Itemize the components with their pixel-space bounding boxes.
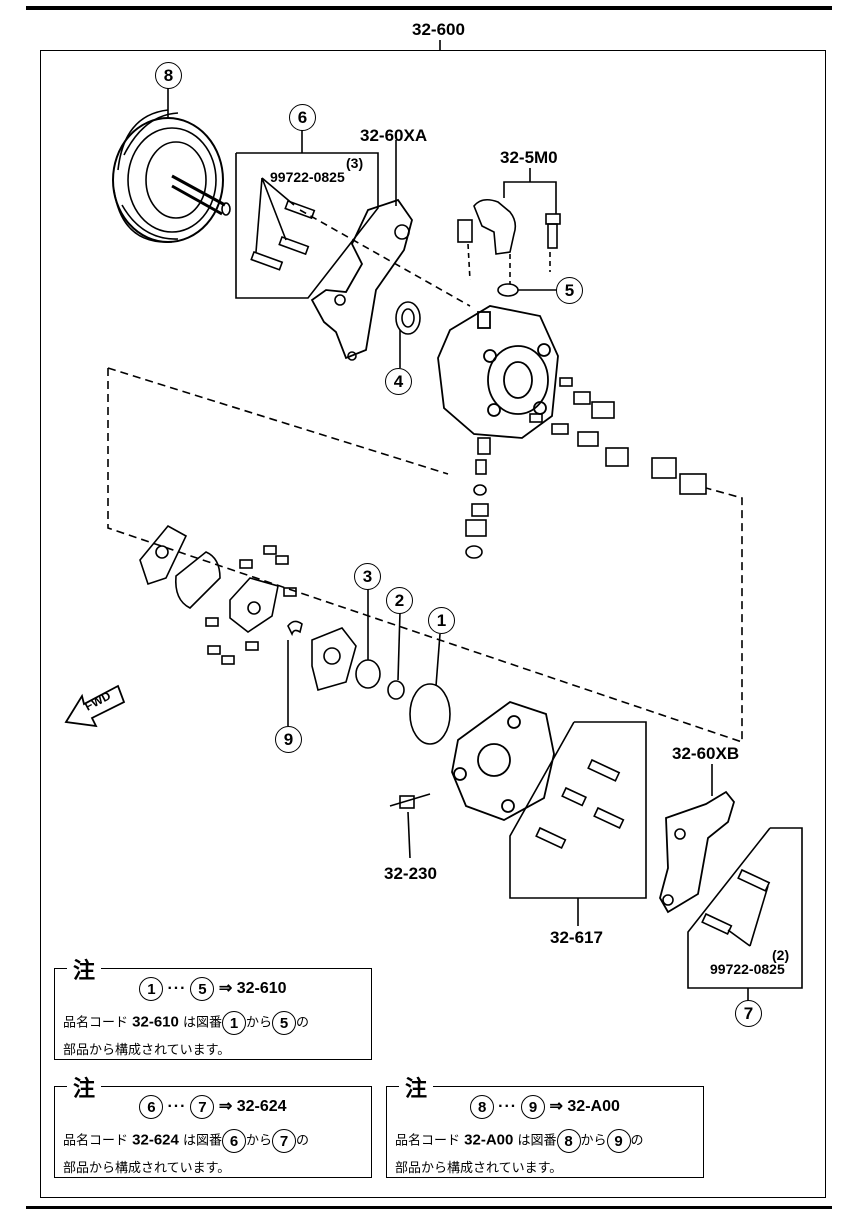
callout-9: 9 bbox=[275, 726, 302, 753]
sensor-label: 32-230 bbox=[384, 864, 437, 883]
callout-8: 8 bbox=[155, 62, 182, 89]
pump-cover-part bbox=[451, 700, 555, 821]
note-text-2: 部品から構成されています。 bbox=[395, 1161, 563, 1176]
note-text-2: 部品から構成されています。 bbox=[63, 1043, 231, 1058]
bolt-b-qty: (2) bbox=[772, 947, 790, 963]
bottom-rule bbox=[26, 1206, 832, 1209]
pump-body-part bbox=[437, 305, 559, 439]
assembly-number: 32-600 bbox=[412, 20, 465, 39]
valve-parts bbox=[465, 377, 707, 559]
diagram-frame bbox=[40, 50, 826, 1198]
note-range: 1···5 ⇒ 32-610 bbox=[55, 977, 371, 1001]
fwd-arrow bbox=[64, 684, 126, 728]
bolt-a-part-number: 99722-0825 bbox=[270, 169, 345, 185]
bracket-a-label: 32-60XA bbox=[360, 126, 428, 145]
callout-4: 4 bbox=[385, 368, 412, 395]
bolt-b-part-number: 99722-0825 bbox=[710, 961, 785, 977]
bracket-b-part bbox=[659, 764, 735, 914]
rotor-parts bbox=[139, 524, 451, 745]
cover-bolts-label: 32-617 bbox=[550, 928, 603, 947]
note-range: 8···9 ⇒ 32-A00 bbox=[387, 1095, 703, 1119]
note-heading: 注 bbox=[67, 953, 102, 985]
bracket-b-label: 32-60XB bbox=[672, 744, 740, 763]
top-rule bbox=[26, 6, 832, 10]
callout-1: 1 bbox=[428, 607, 455, 634]
note-text-2: 部品から構成されています。 bbox=[63, 1161, 231, 1176]
sensor-part bbox=[389, 793, 431, 859]
bolt-group-617 bbox=[509, 721, 647, 926]
callout-7: 7 bbox=[735, 1000, 762, 1027]
bolt-group-6 bbox=[235, 130, 471, 307]
bolt-group-7 bbox=[687, 827, 803, 1004]
fitting-label: 32-5M0 bbox=[500, 148, 558, 167]
note-heading: 注 bbox=[67, 1071, 102, 1103]
note-range: 6···7 ⇒ 32-624 bbox=[55, 1095, 371, 1119]
bolt-a-qty: (3) bbox=[346, 155, 364, 171]
callout-3: 3 bbox=[354, 563, 381, 590]
callout-6: 6 bbox=[289, 104, 316, 131]
callout-2: 2 bbox=[386, 587, 413, 614]
fitting-part bbox=[457, 168, 561, 297]
seal-part bbox=[395, 301, 421, 368]
callout-5: 5 bbox=[556, 277, 583, 304]
pulley-part bbox=[112, 88, 231, 243]
inner-parts-outline bbox=[107, 368, 743, 744]
bracket-a-part bbox=[310, 140, 413, 361]
note-heading: 注 bbox=[399, 1071, 434, 1103]
